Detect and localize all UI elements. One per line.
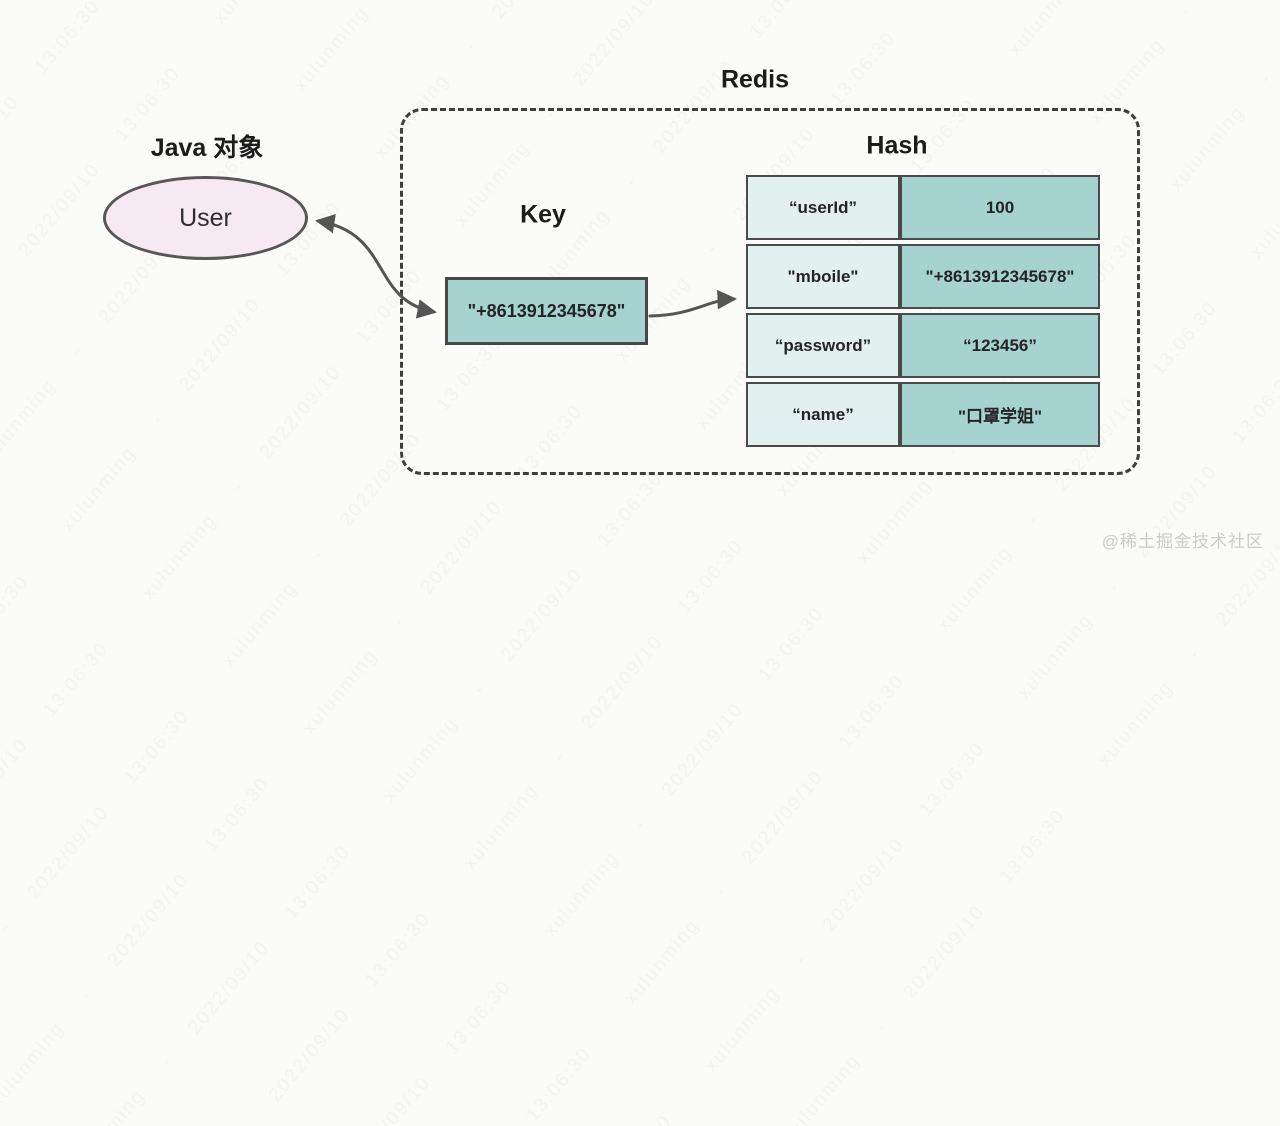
key-value-box: "+8613912345678" — [445, 277, 648, 345]
redis-title: Redis — [720, 65, 790, 94]
hash-value-cell: “123456” — [900, 313, 1100, 378]
java-object-title: Java 对象 — [150, 134, 264, 162]
hash-value-cell: "口罩学姐" — [900, 382, 1100, 447]
key-section-title: Key — [520, 200, 566, 229]
diagram-canvas: xulunming - 2022/09/10 13:06:30 xulunmin… — [103, 65, 1264, 551]
hash-field-text: “name” — [792, 404, 854, 424]
hash-field-cell: “name” — [746, 382, 900, 447]
hash-value-text: "口罩学姐" — [957, 407, 1043, 426]
hash-field-cell: "mboile" — [746, 244, 900, 309]
hash-value-text: 100 — [985, 197, 1015, 217]
user-object-label: User — [179, 203, 232, 232]
hash-field-cell: “userId” — [746, 175, 900, 240]
hash-field-text: “password” — [774, 335, 872, 355]
hash-value-text: “123456” — [963, 335, 1037, 355]
hash-field-cell: “password” — [746, 313, 900, 378]
credit-watermark: @稀土掘金技术社区 — [1101, 532, 1264, 551]
hash-table: “userId” 100 "mboile" "+8613912345678" “… — [746, 175, 1100, 447]
hash-value-cell: 100 — [900, 175, 1100, 240]
hash-field-text: "mboile" — [787, 266, 859, 286]
hash-field-text: “userId” — [788, 197, 858, 217]
hash-value-cell: "+8613912345678" — [900, 244, 1100, 309]
key-value-text: "+8613912345678" — [467, 300, 626, 321]
hash-section-title: Hash — [866, 131, 928, 160]
user-object-ellipse: User — [103, 176, 308, 260]
hash-value-text: "+8613912345678" — [925, 266, 1075, 286]
